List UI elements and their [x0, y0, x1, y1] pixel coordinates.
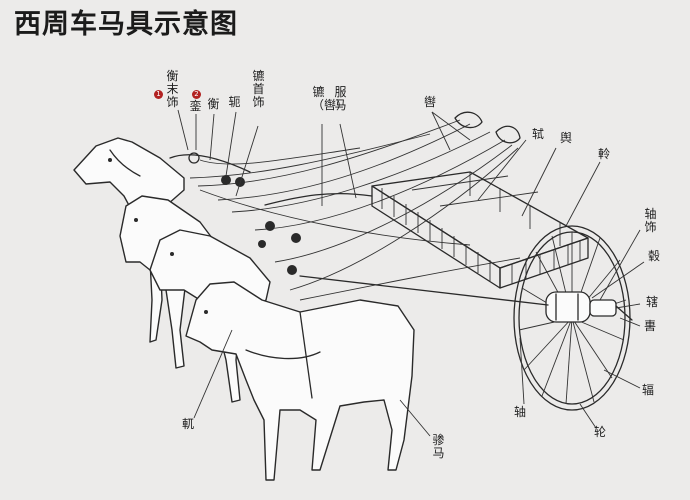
- horse-front: [185, 281, 415, 481]
- label-yue: 軏: [182, 417, 195, 431]
- leader-lines: [177, 109, 645, 437]
- marker-2: 2: [192, 90, 201, 99]
- label-shi: 轼: [532, 127, 545, 141]
- label-e: 轭: [228, 95, 241, 109]
- label-fu-ma: 服马: [334, 85, 347, 112]
- hub: [545, 291, 633, 323]
- label-pei: 辔: [424, 95, 437, 109]
- label-zhou-axle: 轴: [514, 405, 527, 419]
- label-fu-spoke: 辐: [642, 383, 655, 397]
- label-heng: 衡: [207, 97, 220, 111]
- rein-ends: [454, 111, 521, 144]
- label-luan: 銮: [189, 99, 202, 113]
- horse-back-outer: [73, 137, 185, 343]
- horse-middle: [149, 229, 271, 403]
- label-yu: 舆: [560, 131, 573, 145]
- label-xia: 辖: [646, 295, 659, 309]
- label-gu: 毂: [648, 249, 661, 263]
- label-zhou-shi: 轴饰: [644, 207, 657, 234]
- label-can-ma: 骖马: [432, 433, 445, 460]
- page-title: 西周车马具示意图: [14, 9, 238, 40]
- wheel: [513, 225, 631, 411]
- label-ling: 軨: [598, 147, 611, 161]
- label-wei: 軎: [644, 319, 657, 333]
- axle: [299, 275, 549, 306]
- label-biao-shou-shi: 镳首饰: [252, 69, 265, 109]
- label-heng-mo-shi: 衡末饰: [166, 69, 179, 109]
- label-lun: 轮: [594, 425, 607, 439]
- marker-1: 1: [154, 90, 163, 99]
- label-biao-pei: 镳（辔）: [312, 85, 349, 112]
- yoke-bar: [169, 154, 251, 173]
- chariot-pole: [264, 192, 373, 206]
